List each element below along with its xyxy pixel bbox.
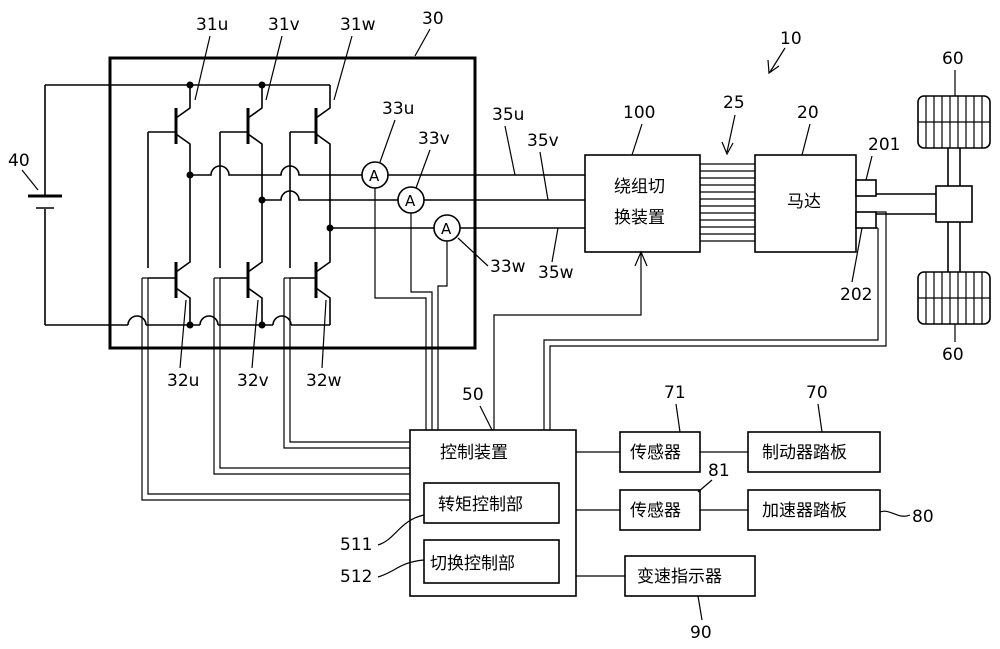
label-32v: 32v: [237, 371, 269, 391]
battery-icon: [28, 85, 330, 325]
battery-label: 40: [8, 151, 30, 171]
label-31v: 31v: [268, 15, 300, 35]
brake-pedal-label: 制动器踏板: [762, 443, 847, 463]
leader-100: [632, 124, 642, 155]
transistor-31v-icon: [220, 85, 262, 268]
label-33u: 33u: [382, 99, 414, 119]
winding-switch-line1: 绕组切: [614, 177, 665, 197]
label-32u: 32u: [167, 371, 199, 391]
label-35w: 35w: [538, 263, 574, 283]
label-60-bottom: 60: [942, 345, 964, 365]
transistor-31w-icon: [290, 85, 330, 268]
differential-block: [936, 186, 972, 222]
svg-text:A: A: [405, 192, 416, 210]
label-90: 90: [690, 623, 712, 643]
leader-35w: [552, 228, 558, 262]
junction-dot: [187, 82, 194, 89]
leader-50: [480, 406, 492, 430]
wheel-top-icon: [918, 96, 990, 148]
label-32w: 32w: [306, 371, 342, 391]
label-511: 511: [340, 535, 372, 555]
leader-90: [698, 596, 702, 620]
battery-leader: [22, 170, 38, 190]
winding-switch-line2: 换装置: [614, 208, 665, 228]
transistor-31u-icon: [148, 85, 190, 268]
leader-20: [802, 124, 810, 155]
winding-switch-device-block: [585, 155, 700, 252]
leader-33u: [380, 120, 395, 162]
label-31u: 31u: [196, 15, 228, 35]
leader-31u: [195, 36, 210, 100]
label-70: 70: [806, 383, 828, 403]
label-201: 201: [868, 135, 900, 155]
label-35v: 35v: [527, 131, 559, 151]
switch-control-label: 切换控制部: [430, 554, 515, 574]
leader-32u: [180, 300, 186, 368]
winding-bus: [700, 164, 755, 241]
leader-32w: [322, 300, 326, 368]
accel-pedal-label: 加速器踏板: [762, 501, 847, 521]
junction-dot: [259, 322, 266, 329]
label-50: 50: [462, 385, 484, 405]
shaft-sensor-201: [856, 180, 876, 196]
label-20: 20: [797, 103, 819, 123]
shaft-sensor-202: [856, 212, 876, 228]
svg-text:A: A: [441, 220, 452, 238]
label-202: 202: [840, 285, 872, 305]
ammeter-33w-icon: A: [434, 215, 460, 241]
ammeter-33v-icon: A: [398, 187, 424, 213]
ammeter-33u-icon: A: [362, 162, 388, 188]
torque-control-label: 转矩控制部: [438, 495, 523, 515]
label-60-top: 60: [942, 49, 964, 69]
leader-35u: [505, 126, 515, 175]
leader-35v: [540, 152, 548, 200]
motor-label: 马达: [787, 192, 821, 212]
junction-dot: [187, 322, 194, 329]
brake-sensor-label: 传感器: [630, 443, 681, 463]
system-label: 10: [780, 29, 802, 49]
inverter-leader: [415, 29, 430, 56]
transistor-32w-icon: [290, 228, 330, 325]
label-31w: 31w: [340, 15, 376, 35]
leader-33v: [416, 150, 430, 188]
label-512: 512: [340, 567, 372, 587]
leader-80: [880, 511, 910, 516]
leader-31w: [334, 36, 352, 100]
leader-33w: [458, 238, 488, 266]
label-25: 25: [723, 93, 745, 113]
label-100: 100: [623, 103, 655, 123]
leader-32v: [252, 300, 258, 368]
label-81: 81: [708, 461, 730, 481]
leader-31v: [266, 36, 282, 100]
wheel-bottom-icon: [918, 272, 990, 324]
svg-text:A: A: [369, 167, 380, 185]
label-35u: 35u: [492, 105, 524, 125]
label-71: 71: [664, 383, 686, 403]
transistor-32v-icon: [220, 200, 262, 325]
system-arrow: [770, 48, 785, 72]
shaft-sensor-line-202: [544, 228, 878, 430]
transistor-32u-icon: [148, 175, 190, 325]
accel-sensor-label: 传感器: [630, 501, 681, 521]
inverter-label: 30: [422, 9, 444, 29]
leader-71: [676, 404, 680, 432]
shift-indicator-label: 变速指示器: [637, 567, 722, 587]
label-33w: 33w: [490, 257, 526, 277]
label-33v: 33v: [418, 129, 450, 149]
junction-dot: [259, 82, 266, 89]
leader-81: [698, 480, 712, 492]
leader-201: [866, 156, 872, 180]
leader-70: [818, 404, 822, 432]
controller-label: 控制装置: [440, 443, 508, 463]
label-80: 80: [912, 507, 934, 527]
